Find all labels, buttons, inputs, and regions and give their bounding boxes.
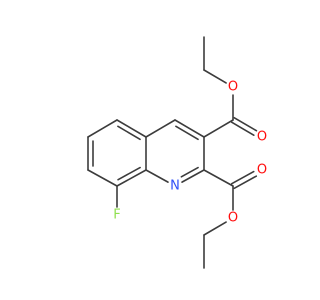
bond-c2-ester-o-ch2 <box>203 221 227 236</box>
molecule-structure-diagram: F N O O O O <box>87 36 267 269</box>
bond-c8-c7 <box>87 169 118 187</box>
bond-c3-carbonyl-oxygen-a <box>230 121 255 136</box>
bond-c3-carbonyl <box>203 119 234 138</box>
bond-c6-c5 <box>87 119 118 138</box>
bond-c8a-c8-inner <box>117 166 141 181</box>
bond-c2-n1-inner <box>180 166 199 178</box>
atom-label-fluorine: F <box>113 208 120 223</box>
bond-c4-c3 <box>174 119 205 138</box>
bond-c4-c3-inner <box>175 125 199 141</box>
atom-label-nitrogen: N <box>170 179 180 194</box>
atom-label-oxygen-carbonyl-3: O <box>257 130 267 145</box>
bond-c5-c4a <box>116 119 147 138</box>
bond-c2-carbonyl <box>203 169 234 187</box>
bond-c3-carbonyl-oxygen-b <box>233 116 258 132</box>
bond-c3-ester-o-ch2 <box>203 69 227 84</box>
bond-n1-c8a <box>145 169 169 183</box>
bond-c2-n1 <box>181 169 205 183</box>
bond-layer <box>87 36 258 269</box>
atom-label-oxygen-ester-3: O <box>228 80 238 95</box>
bond-c2-carbonyl-oxygen-b <box>230 170 255 185</box>
atom-label-oxygen-carbonyl-2: O <box>257 163 267 178</box>
atom-label-layer: F N O O O O <box>113 80 267 226</box>
bond-c2-carbonyl-oxygen-a <box>233 175 258 190</box>
bond-c5-c4a-inner <box>117 125 141 141</box>
atom-label-oxygen-ester-2: O <box>228 211 238 226</box>
bond-c4a-c4 <box>145 119 176 138</box>
bond-c8a-c8 <box>116 169 147 187</box>
